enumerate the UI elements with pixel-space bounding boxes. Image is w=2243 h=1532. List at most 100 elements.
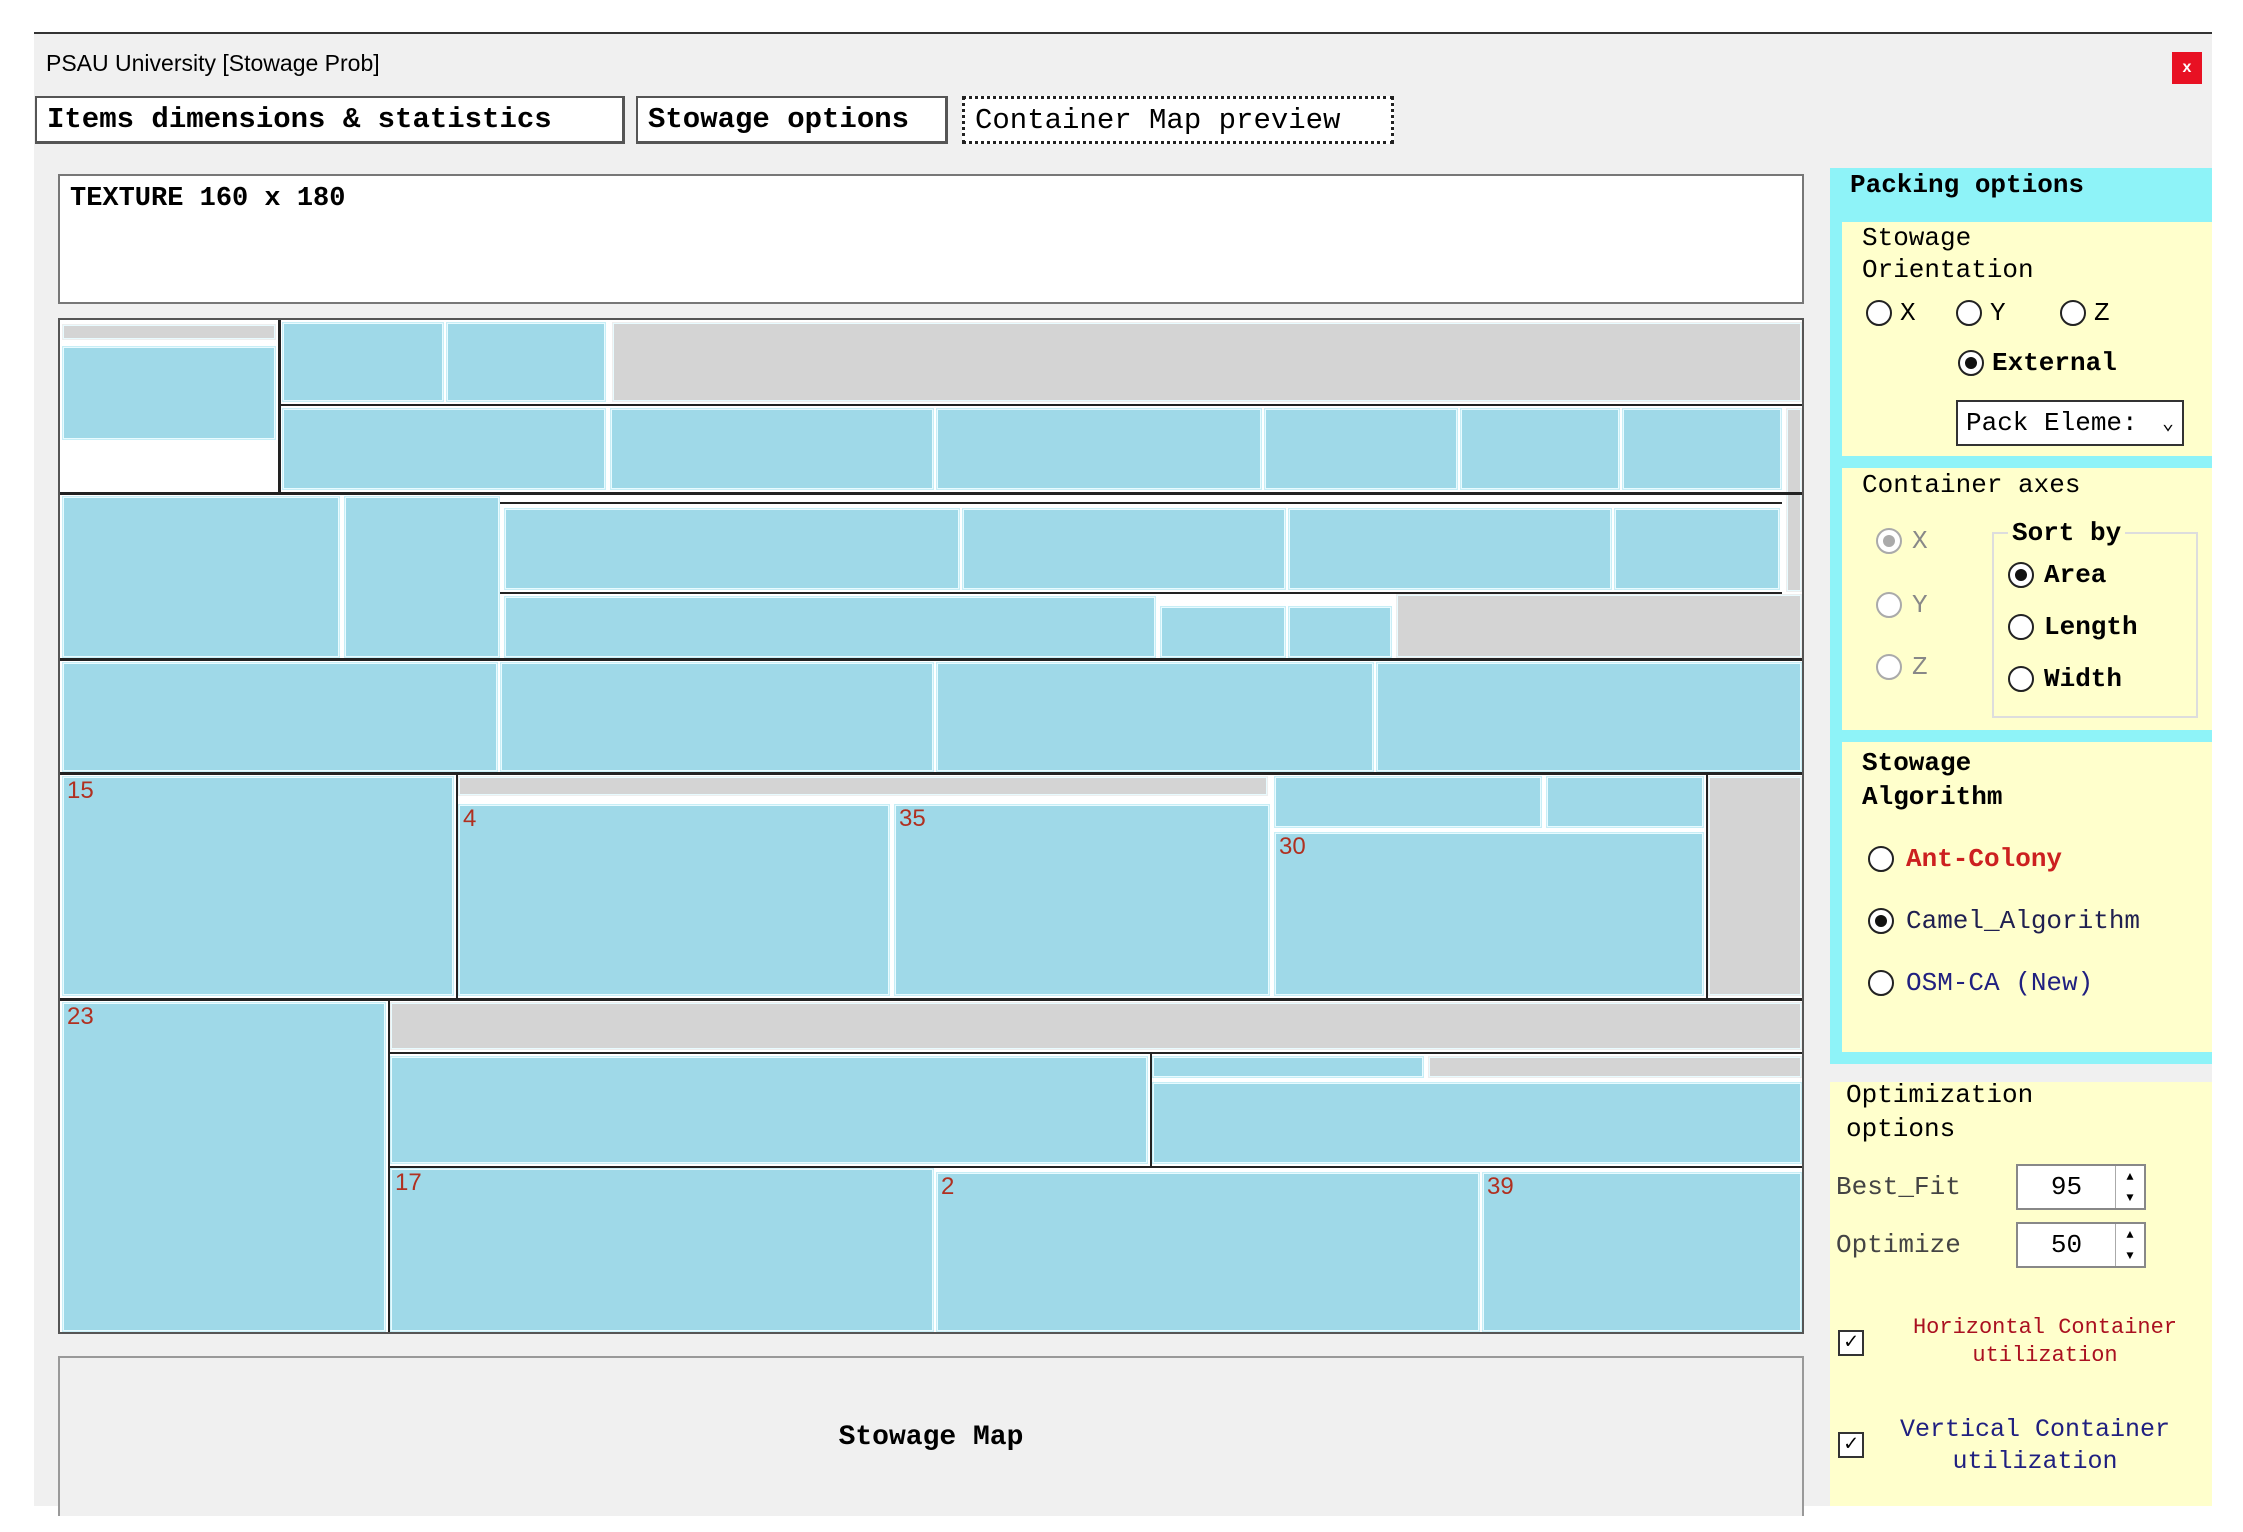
map-item[interactable] [500, 662, 934, 772]
tab-items-dimensions[interactable]: Items dimensions & statistics [35, 96, 625, 144]
stowage-algorithm-title: Stowage Algorithm [1862, 748, 2003, 812]
map-item-35[interactable]: 35 [894, 804, 1270, 996]
map-item[interactable] [62, 662, 498, 772]
sort-width-radio[interactable] [2008, 666, 2034, 692]
orientation-z-radio[interactable] [2060, 300, 2086, 326]
sort-by-title: Sort by [2008, 518, 2126, 548]
map-divider [390, 1166, 1802, 1168]
map-gap [612, 322, 1802, 402]
chevron-down-icon: ⌄ [2161, 413, 2175, 436]
tab-container-map-preview[interactable]: Container Map preview [962, 96, 1394, 144]
sort-area-label: Area [2044, 560, 2107, 590]
map-item[interactable] [936, 408, 1262, 490]
map-gap [1786, 408, 1802, 592]
map-item-30[interactable]: 30 [1274, 832, 1704, 996]
axes-y-radio[interactable] [1876, 592, 1902, 618]
algorithm-osm-ca-radio[interactable] [1868, 970, 1894, 996]
axes-x-radio[interactable] [1876, 528, 1902, 554]
checkmark-icon: ✓ [1844, 1432, 1858, 1457]
map-item[interactable] [504, 508, 960, 590]
map-item[interactable] [1460, 408, 1620, 490]
container-map: 15 4 35 30 23 17 2 39 [58, 318, 1804, 1334]
radio-icon [1958, 350, 1984, 376]
radio-icon [1868, 846, 1894, 872]
map-gap [390, 1002, 1802, 1050]
orientation-x-label: X [1900, 298, 1916, 328]
map-item[interactable] [1288, 508, 1612, 590]
pack-element-dropdown[interactable]: Pack Eleme: ⌄ [1956, 400, 2184, 446]
axes-y-label: Y [1912, 590, 1928, 620]
map-item-label: 15 [67, 777, 94, 804]
map-item-4[interactable]: 4 [458, 804, 890, 996]
radio-icon [2060, 300, 2086, 326]
map-item[interactable] [1614, 508, 1780, 590]
spinner-arrows-icon[interactable]: ▲▼ [2115, 1166, 2144, 1208]
map-divider [456, 774, 458, 998]
map-item-17[interactable]: 17 [390, 1168, 934, 1332]
best-fit-value: 95 [2050, 1172, 2083, 1202]
map-item[interactable] [282, 408, 606, 490]
map-divider [500, 592, 1782, 594]
map-item[interactable] [62, 346, 276, 440]
close-button[interactable]: x [2172, 52, 2202, 84]
algorithm-camel-radio[interactable] [1868, 908, 1894, 934]
map-item[interactable] [282, 322, 444, 402]
sort-length-radio[interactable] [2008, 614, 2034, 640]
orientation-y-radio[interactable] [1956, 300, 1982, 326]
sort-width-label: Width [2044, 664, 2123, 694]
map-item[interactable] [446, 322, 606, 402]
map-item[interactable] [504, 596, 1156, 658]
map-divider [278, 404, 1802, 406]
map-item[interactable] [1160, 606, 1286, 658]
map-item-label: 30 [1279, 833, 1306, 860]
radio-icon [1868, 908, 1894, 934]
map-item-15[interactable]: 15 [62, 776, 454, 996]
map-item-label: 39 [1487, 1173, 1514, 1200]
map-item[interactable] [936, 662, 1374, 772]
vertical-utilization-checkbox[interactable]: ✓ [1838, 1432, 1864, 1458]
radio-icon [1876, 528, 1902, 554]
algorithm-ant-colony-radio[interactable] [1868, 846, 1894, 872]
map-item[interactable] [1376, 662, 1802, 772]
map-item[interactable] [1546, 776, 1704, 828]
optimize-stepper[interactable]: 50 ▲▼ [2016, 1222, 2146, 1268]
sort-area-radio[interactable] [2008, 562, 2034, 588]
sort-length-label: Length [2044, 612, 2138, 642]
orientation-x-radio[interactable] [1866, 300, 1892, 326]
map-item[interactable] [344, 496, 500, 658]
orientation-y-label: Y [1990, 298, 2006, 328]
map-item[interactable] [62, 496, 340, 658]
map-item[interactable] [1622, 408, 1782, 490]
map-item[interactable] [1264, 408, 1458, 490]
map-item-39[interactable]: 39 [1482, 1172, 1802, 1332]
map-item[interactable] [1152, 1056, 1424, 1078]
map-item[interactable] [610, 408, 934, 490]
axes-z-radio[interactable] [1876, 654, 1902, 680]
map-divider [60, 658, 1802, 661]
map-item-label: 4 [463, 805, 477, 832]
horizontal-utilization-checkbox[interactable]: ✓ [1838, 1330, 1864, 1356]
map-item[interactable] [1152, 1082, 1802, 1164]
map-divider [278, 320, 281, 492]
map-item-label: 35 [899, 805, 926, 832]
radio-icon [1868, 970, 1894, 996]
map-item[interactable] [390, 1056, 1148, 1164]
checkmark-icon: ✓ [1844, 1330, 1858, 1355]
map-item-2[interactable]: 2 [936, 1172, 1480, 1332]
orientation-external-radio[interactable] [1958, 350, 1984, 376]
tab-stowage-options[interactable]: Stowage options [636, 96, 948, 144]
map-item[interactable] [1288, 606, 1392, 658]
map-item-label: 2 [941, 1173, 955, 1200]
best-fit-stepper[interactable]: 95 ▲▼ [2016, 1164, 2146, 1210]
map-divider [388, 1000, 390, 1332]
algorithm-osm-ca-label: OSM-CA (New) [1906, 968, 2094, 998]
radio-icon [2008, 562, 2034, 588]
stowage-map-button[interactable]: Stowage Map [58, 1356, 1804, 1516]
map-item[interactable] [962, 508, 1286, 590]
map-item-23[interactable]: 23 [62, 1002, 386, 1332]
map-divider [60, 998, 1802, 1001]
best-fit-label: Best_Fit [1836, 1172, 1961, 1202]
spinner-arrows-icon[interactable]: ▲▼ [2115, 1224, 2144, 1266]
optimize-label: Optimize [1836, 1230, 1961, 1260]
map-item[interactable] [1274, 776, 1542, 828]
